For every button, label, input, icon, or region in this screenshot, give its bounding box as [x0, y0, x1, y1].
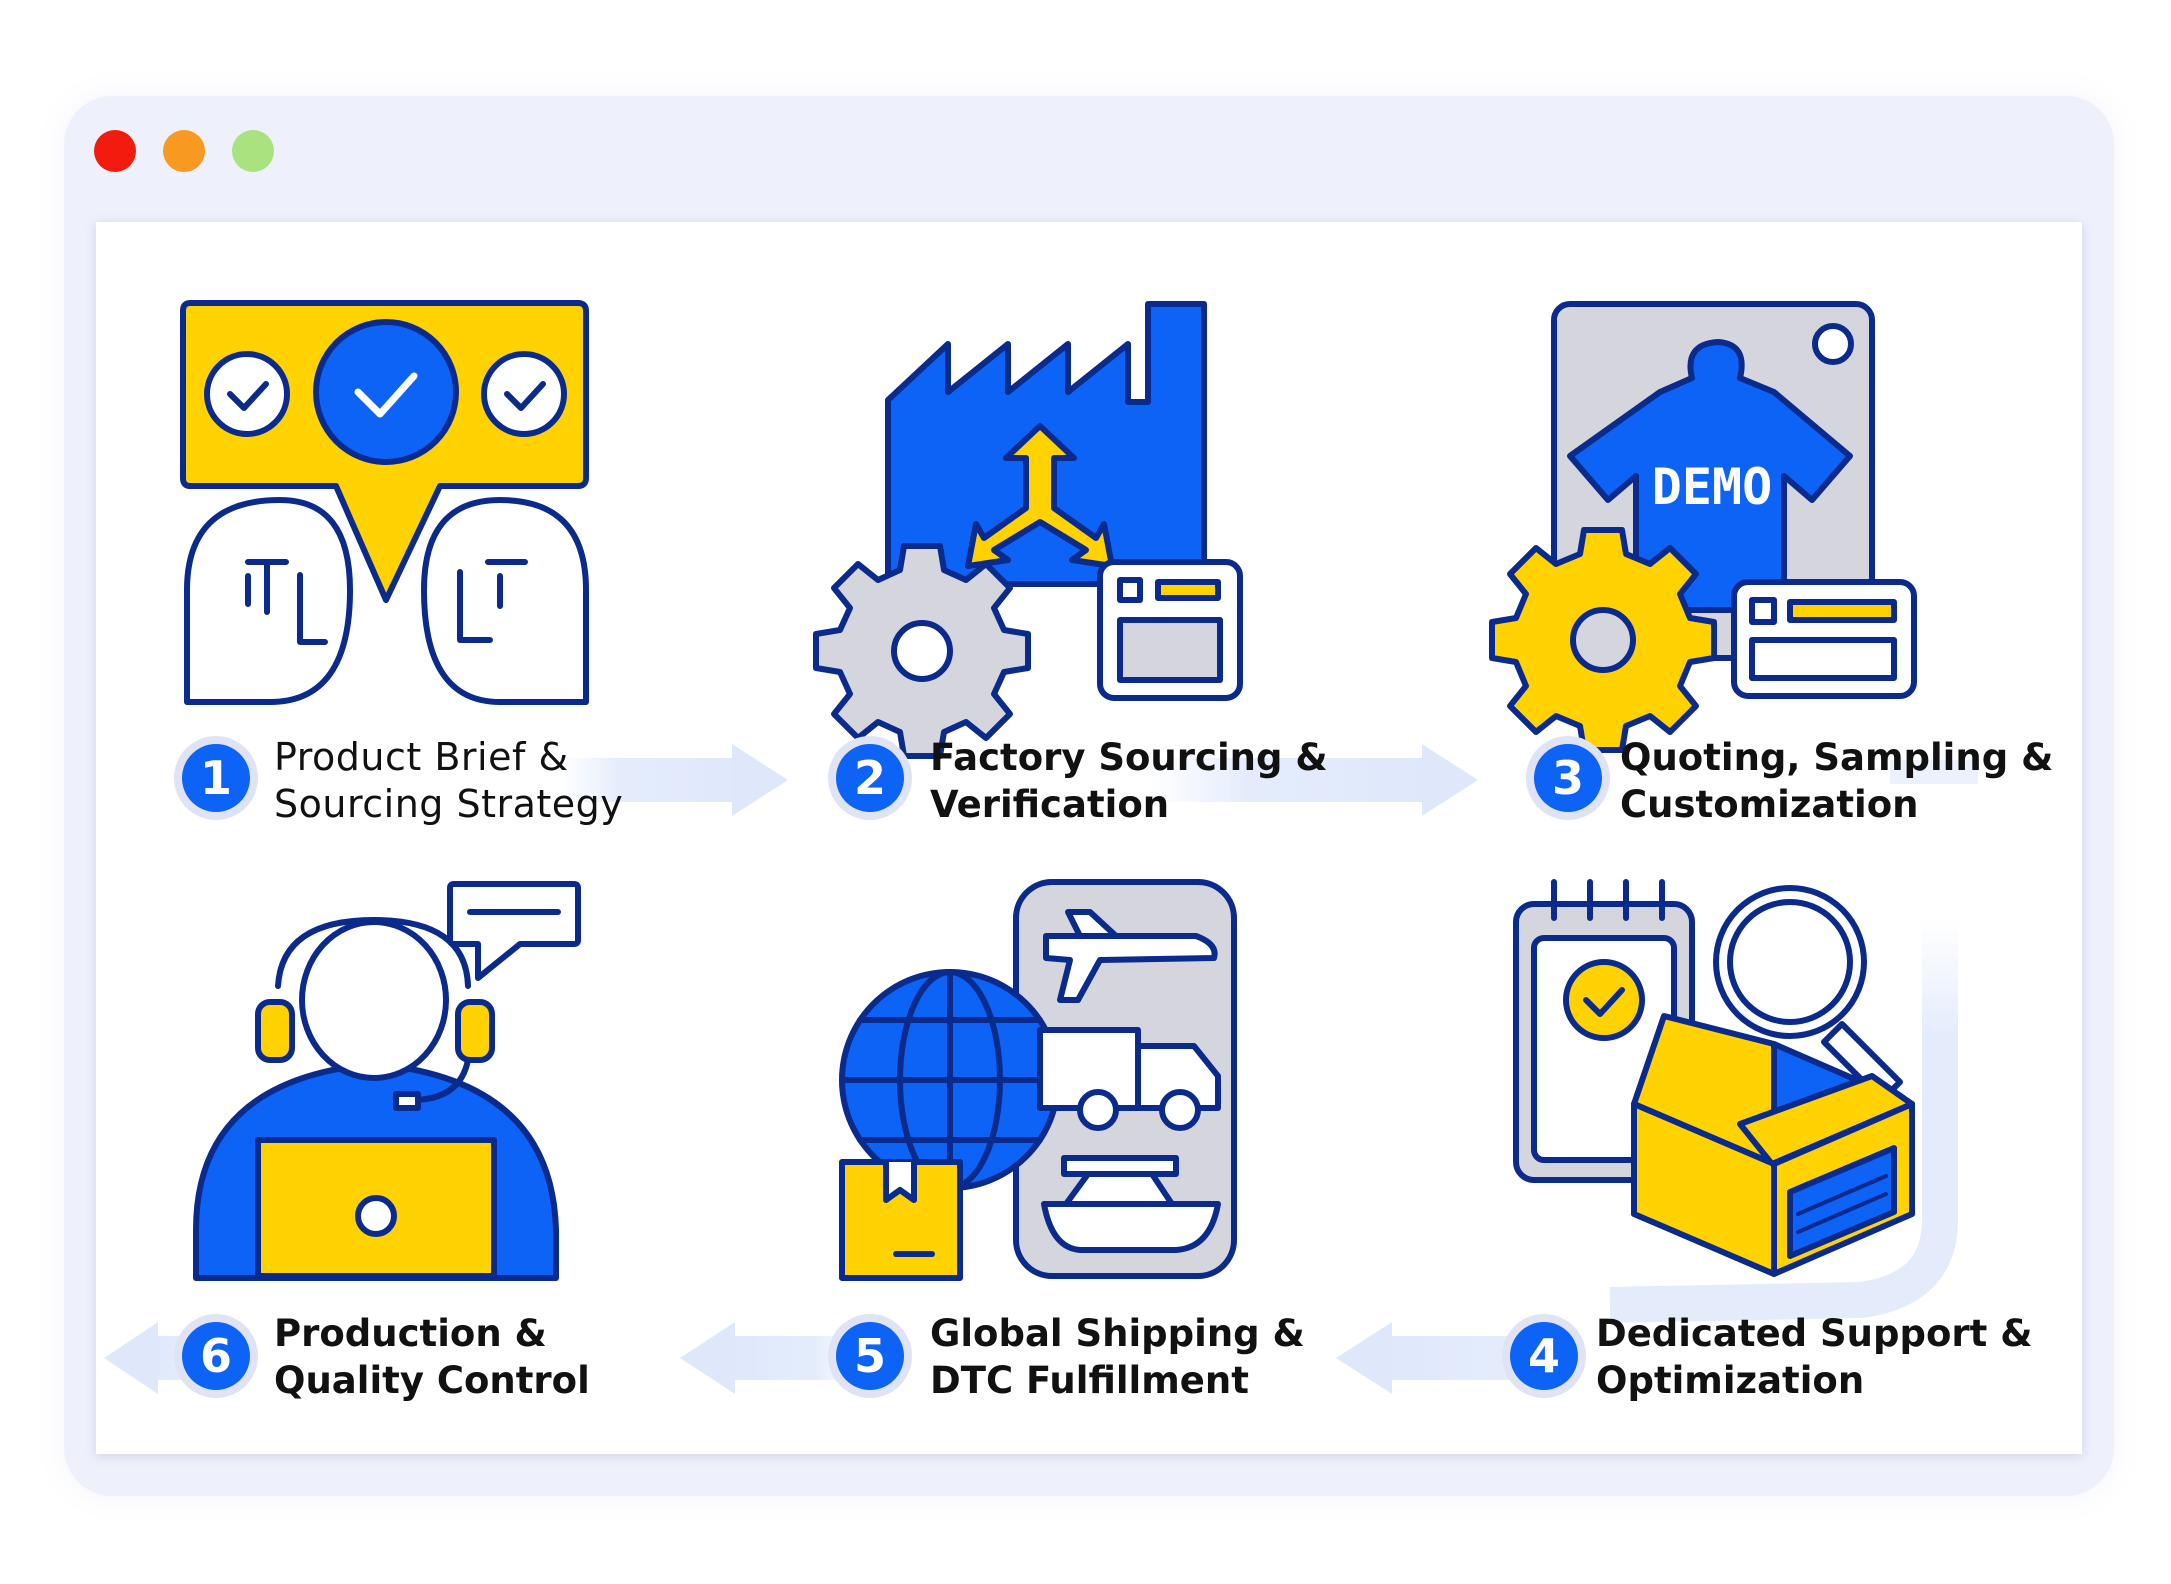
box-inspection-icon — [1513, 879, 1915, 1277]
step-5-title-line1: Global Shipping & — [930, 1312, 1305, 1355]
consultation-icon — [180, 300, 589, 705]
step-1-title-line2: Sourcing Strategy — [274, 782, 624, 826]
step-3-title-line2: Customization — [1620, 783, 1919, 826]
step-1-number: 1 — [200, 751, 232, 805]
flow-arrow-1-2 — [560, 744, 788, 816]
step-6-title-line2: Quality Control — [274, 1359, 590, 1402]
step-4-title-line2: Optimization — [1596, 1359, 1865, 1402]
step-3-number: 3 — [1552, 751, 1584, 805]
step-3-number-badge: 3 — [1526, 736, 1610, 820]
step-6-label: Production & Quality Control — [274, 1310, 590, 1404]
step-6-title-line1: Production & — [274, 1312, 547, 1355]
step-1-number-badge: 1 — [174, 736, 258, 820]
step-1-label: Product Brief & Sourcing Strategy — [274, 734, 623, 828]
global-shipping-icon — [839, 879, 1237, 1281]
step-3-label: Quoting, Sampling & Customization — [1620, 734, 2053, 828]
step-3-title-line1: Quoting, Sampling & — [1620, 736, 2054, 779]
tshirt-sample-icon: DEMO — [1489, 301, 1917, 753]
minimize-window-button[interactable] — [163, 130, 205, 172]
step-5-number-badge: 5 — [828, 1314, 912, 1398]
step-1-title-line1: Product Brief & — [274, 735, 569, 779]
step-4-number-badge: 4 — [1502, 1314, 1586, 1398]
factory-icon — [813, 301, 1243, 759]
support-agent-icon — [193, 881, 581, 1281]
flow-arrow-2-3 — [1150, 744, 1478, 816]
close-window-button[interactable] — [94, 130, 136, 172]
flow-arrow-3-4 — [1609, 760, 1978, 1323]
step-6-number: 6 — [200, 1329, 232, 1383]
step-4-label: Dedicated Support & Optimization — [1596, 1310, 2032, 1404]
step-5-label: Global Shipping & DTC Fulfillment — [930, 1310, 1305, 1404]
step-4-title-line1: Dedicated Support & — [1596, 1312, 2033, 1355]
step-2-label: Factory Sourcing & Verification — [930, 734, 1328, 828]
step-2-title-line2: Verification — [930, 783, 1170, 826]
step-4-number: 4 — [1528, 1329, 1560, 1383]
step-5-title-line2: DTC Fulfillment — [930, 1359, 1249, 1402]
step-2-title-line1: Factory Sourcing & — [930, 736, 1328, 779]
zoom-window-button[interactable] — [232, 130, 274, 172]
demo-label: DEMO — [1652, 458, 1772, 516]
step-6-number-badge: 6 — [174, 1314, 258, 1398]
step-2-number-badge: 2 — [828, 736, 912, 820]
step-5-number: 5 — [854, 1329, 886, 1383]
step-2-number: 2 — [854, 751, 886, 805]
